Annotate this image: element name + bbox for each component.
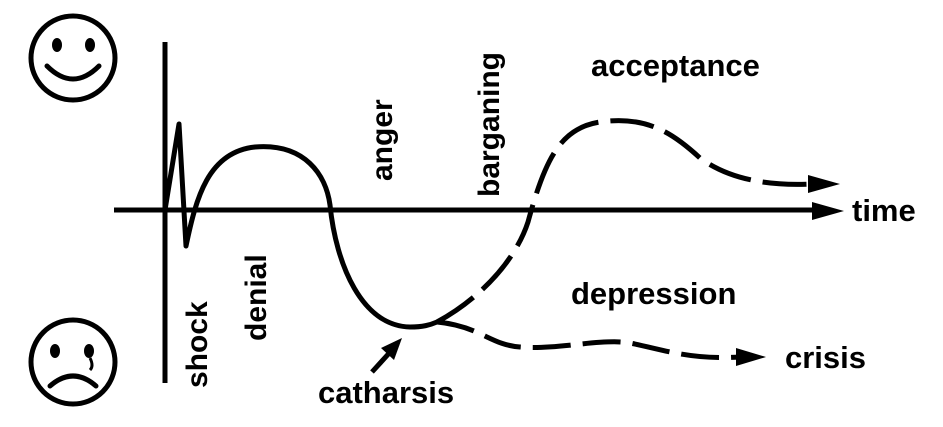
time-axis-arrowhead	[812, 202, 844, 220]
catharsis-pointer-arrowhead	[381, 338, 402, 360]
denial-label: denial	[240, 254, 273, 341]
depression-label: depression	[571, 276, 736, 311]
acceptance-arrowhead	[808, 175, 840, 193]
acceptance-label: acceptance	[591, 48, 760, 83]
dashed-curve-crisis	[436, 319, 741, 361]
barganing-label: barganing	[473, 52, 506, 197]
happy-face-icon	[28, 13, 118, 103]
catharsis-label: catharsis	[318, 375, 454, 410]
dashed-curve-acceptance	[435, 118, 813, 325]
crisis-label: crisis	[785, 340, 866, 375]
time-label: time	[852, 193, 916, 228]
solid-curve	[162, 121, 440, 330]
anger-label: anger	[366, 99, 399, 181]
shock-label: shock	[181, 301, 214, 388]
crisis-arrowhead	[736, 348, 766, 366]
sad-face-icon	[28, 317, 118, 407]
